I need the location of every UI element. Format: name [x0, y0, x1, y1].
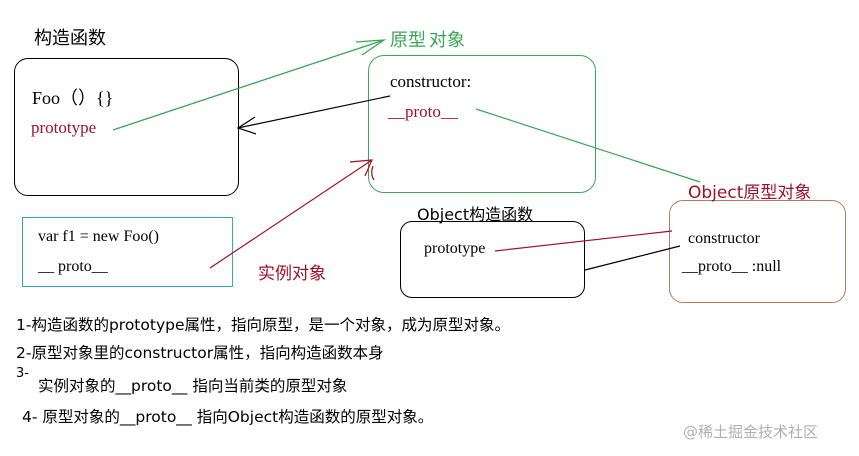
- note-3-number: 3-: [16, 366, 29, 381]
- object-prototype-link: [494, 230, 673, 252]
- constructor-arrowhead: [236, 116, 257, 135]
- object-constructor-box: [400, 221, 585, 298]
- watermark: @稀土掘金技术社区: [683, 423, 819, 441]
- instance-line-1: var f1 = new Foo(): [38, 228, 159, 245]
- object-prototype-box: [669, 200, 846, 303]
- foo-prototype-label: prototype: [31, 118, 97, 137]
- prototype-object-title-part1: 原型: [390, 30, 426, 51]
- constructor-function-title: 构造函数: [34, 28, 106, 49]
- instance-object-title: 实例对象: [258, 264, 326, 284]
- note-1: 1-构造函数的prototype属性，指向原型，是一个对象，成为原型对象。: [16, 316, 510, 334]
- prototype-arrowhead: [355, 39, 387, 56]
- object-constructor-title: Object构造函数: [417, 205, 534, 224]
- instance-line-2: __ proto__: [38, 258, 108, 275]
- note-2: 2-原型对象里的constructor属性，指向构造函数本身: [16, 344, 384, 362]
- note-3-text: 实例对象的__proto__ 指向当前类的原型对象: [38, 377, 348, 395]
- proto-proto-label: __proto__: [388, 102, 458, 121]
- object-proto-constructor-label: constructor: [688, 230, 760, 247]
- proto-to-object-proto: [475, 108, 701, 183]
- object-prototype-title: Object原型对象: [688, 183, 812, 203]
- constructor-arrow: [237, 95, 391, 129]
- instance-box: [22, 217, 233, 287]
- prototype-object-title-part2: 对象: [429, 30, 465, 51]
- proto-constructor-label: constructor:: [390, 72, 472, 91]
- prototype-object-box: [368, 55, 596, 193]
- instance-proto-arrowhead: [349, 159, 373, 177]
- prototype-object-title: 原型对象: [390, 26, 465, 52]
- small-red-tick: [371, 165, 375, 181]
- instance-proto-arrow: [209, 159, 373, 269]
- prototype-arrow: [112, 39, 385, 131]
- foo-signature: Foo（）{}: [32, 88, 114, 108]
- object-proto-proto-label: __proto__ :null: [682, 258, 782, 275]
- object-ctor-prototype-label: prototype: [424, 240, 486, 257]
- object-constructor-link: [584, 245, 681, 271]
- note-4: 4- 原型对象的__proto__ 指向Object构造函数的原型对象。: [22, 408, 434, 426]
